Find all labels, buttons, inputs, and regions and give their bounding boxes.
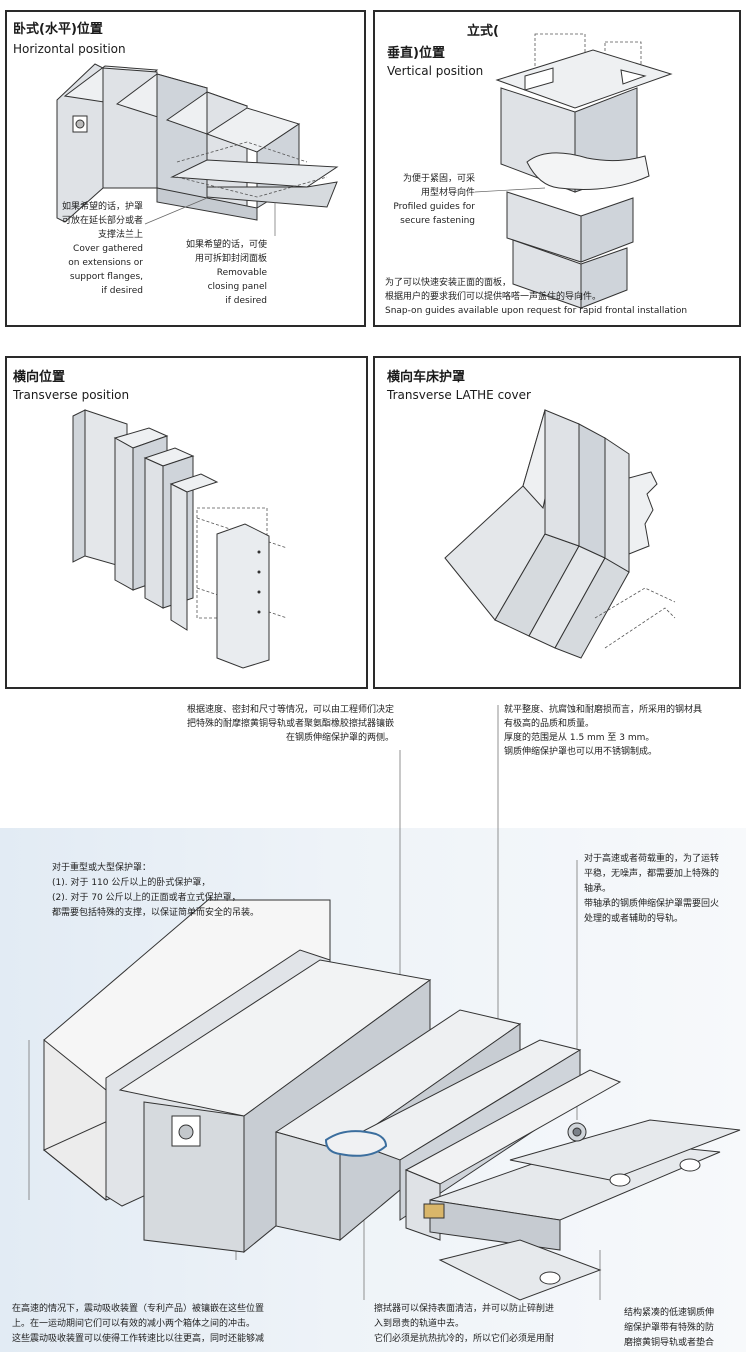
note-line: 用型材导向件 (420, 188, 475, 198)
transverse-title-en: Transverse position (13, 388, 130, 402)
note-line: 磨擦黄铜导轨或者垫合 (624, 1338, 715, 1348)
note-line: Cover gathered (73, 244, 143, 254)
note-line: 上。在一运动期间它们可以有效的减小两个箱体之间的冲击。 (12, 1319, 256, 1329)
note-line: 用可拆卸封闭面板 (194, 254, 267, 264)
detail-note-steel: 就平整度、抗腐蚀和耐磨损而言，所采用的钢材具 有极高的品质和质量。 厚度的范围是… (504, 703, 744, 759)
note-line: if desired (225, 296, 267, 306)
horizontal-note-panel: 如果希望的话，可使 用可拆卸封闭面板 Removable closing pan… (147, 238, 267, 308)
vertical-cover-illustration (474, 33, 673, 309)
detail-note-scraper: 擦拭器可以保持表面清洁，并可以防止碎削进 入到昂贵的轨道中去。 它们必须是抗热抗… (374, 1302, 594, 1347)
note-line: if desired (101, 286, 143, 296)
note-line: Removable (216, 268, 267, 278)
note-line: on extensions or (68, 258, 143, 268)
note-line: 把特殊的耐摩擦黄铜导轨或者聚氨酯橡胶擦拭器镶嵌 (186, 719, 394, 729)
note-line: 这些震动吸收装置可以使得工作转速比以往更高，同时还能够减 (12, 1334, 265, 1344)
detail-note-compact: 结构紧凑的低速钢质伸 缩保护罩带有特殊的防 磨擦黄铜导轨或者垫合 (624, 1306, 744, 1351)
panel-lathe: 横向车床护罩 Transverse LATHE cover (373, 356, 741, 689)
detail-note-shock: 在高速的情况下，震动吸收装置（专利产品）被镶嵌在这些位置 上。在一运动期间它们可… (12, 1302, 342, 1347)
note-line: 为便于紧固，可采 (402, 174, 475, 184)
note-line: 对于重型或大型保护罩： (52, 863, 152, 873)
note-line: 入到昂贵的轨道中去。 (374, 1319, 465, 1329)
detail-note-wiper: 根据速度、密封和尺寸等情况，可以由工程师们决定 把特殊的耐摩擦黄铜导轨或者聚氨酯… (120, 703, 394, 745)
note-line: 就平整度、抗腐蚀和耐磨损而言，所采用的钢材具 (504, 705, 703, 715)
note-line: 平稳，无噪声，都需要加上特殊的 (584, 869, 720, 879)
note-line: Snap-on guides available upon request fo… (385, 306, 688, 316)
note-line: 可放在延长部分或者 (61, 216, 143, 226)
detail-note-bearing: 对于高速或者荷载重的，为了运转 平稳，无噪声，都需要加上特殊的 轴承。 带轴承的… (584, 852, 744, 927)
note-line: 有极高的品质和质量。 (504, 719, 595, 729)
horizontal-title-en: Horizontal position (13, 42, 126, 56)
lathe-title-en: Transverse LATHE cover (387, 388, 531, 402)
note-line: (2). 对于 70 公斤以上的正面或者立式保护罩， (52, 893, 241, 903)
note-line: Profiled guides for (393, 202, 475, 212)
note-line: 结构紧凑的低速钢质伸 (624, 1308, 715, 1318)
note-line: 钢质伸缩保护罩也可以用不锈钢制成。 (504, 747, 658, 757)
note-line: 如果希望的话，护罩 (61, 202, 143, 212)
vertical-title-cn-1: 立式( (467, 24, 499, 39)
transverse-cover-illustration (72, 409, 288, 669)
note-line: 根据速度、密封和尺寸等情况，可以由工程师们决定 (186, 705, 394, 715)
panel-vertical: 立式( 垂直)位置 Vertical position 为便于紧固，可采 用型材… (373, 10, 741, 327)
note-line: (1). 对于 110 公斤以上的卧式保护罩， (52, 878, 211, 888)
lathe-cover-illustration (444, 409, 676, 659)
note-line: 擦拭器可以保持表面清洁，并可以防止碎削进 (374, 1304, 555, 1314)
horizontal-note-cover: 如果希望的话，护罩 可放在延长部分或者 支撑法兰上 Cover gathered… (15, 200, 143, 298)
note-line: 对于高速或者荷载重的，为了运转 (584, 854, 720, 864)
horizontal-title-cn: 卧式(水平)位置 (13, 22, 103, 37)
vertical-note-guides: 为便于紧固，可采 用型材导向件 Profiled guides for secu… (379, 172, 475, 228)
panel-transverse: 横向位置 Transverse position (5, 356, 368, 689)
detail-note-heavy: 对于重型或大型保护罩： (1). 对于 110 公斤以上的卧式保护罩， (2).… (52, 861, 312, 921)
note-line: secure fastening (400, 216, 475, 226)
vertical-title-cn-2: 垂直)位置 (387, 46, 445, 61)
vertical-note-snap: 为了可以快速安装正面的面板， 根据用户的要求我们可以提供咯嗒一声盖住的导向件。 … (385, 276, 737, 318)
note-line: 都需要包括特殊的支撑，以保证简单而安全的吊装。 (52, 908, 260, 918)
note-line: 处理的或者辅助的导轨。 (584, 914, 684, 924)
vertical-title-en: Vertical position (387, 64, 484, 78)
note-line: 它们必须是抗热抗冷的，所以它们必须是用耐 (374, 1334, 555, 1344)
note-line: 轴承。 (584, 884, 612, 894)
note-line: closing panel (207, 282, 267, 292)
note-line: 缩保护罩带有特殊的防 (624, 1323, 715, 1333)
horizontal-cover-illustration (56, 63, 339, 236)
note-line: 带轴承的钢质伸缩保护罩需要回火 (584, 899, 720, 909)
note-line: 在钢质伸缩保护罩的两侧。 (285, 733, 394, 743)
lathe-title-cn: 横向车床护罩 (387, 370, 466, 385)
note-line: 为了可以快速安装正面的面板， (385, 278, 512, 288)
panel-horizontal: 卧式(水平)位置 Horizontal position 如果希望的话，护 (5, 10, 366, 327)
note-line: 支撑法兰上 (97, 230, 143, 240)
transverse-title-cn: 横向位置 (13, 370, 66, 385)
note-line: 在高速的情况下，震动吸收装置（专利产品）被镶嵌在这些位置 (12, 1304, 265, 1314)
note-line: 厚度的范围是从 1.5 mm 至 3 mm。 (504, 733, 655, 743)
note-line: 如果希望的话，可使 (185, 240, 267, 250)
note-line: 根据用户的要求我们可以提供咯嗒一声盖住的导向件。 (385, 292, 602, 302)
note-line: support flanges, (69, 272, 143, 282)
